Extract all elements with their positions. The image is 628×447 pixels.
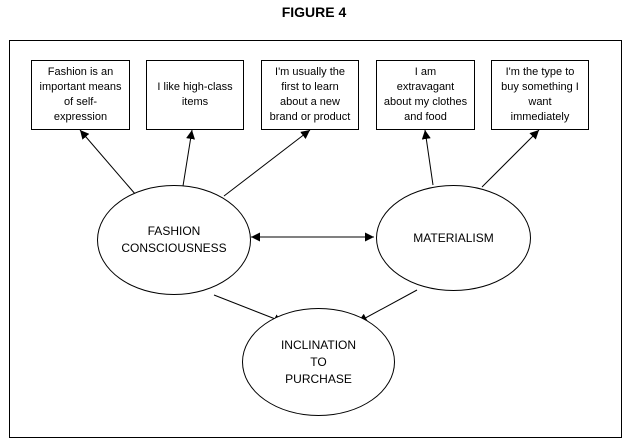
arrow-fashion-to-first-to-learn [223,129,311,197]
arrow-materialism-to-buy-immediately [481,129,540,188]
arrow-fashion-to-high-class [182,129,196,187]
item-box-buy-immediately: I'm the type to buy something I want imm… [491,60,589,130]
ellipse-fashion-consciousness: FASHION CONSCIOUSNESS [97,185,251,295]
item-box-extravagant: I am extravagant about my clothes and fo… [376,60,475,130]
item-box-self-expression: Fashion is an important means of self- e… [31,60,130,130]
item-box-high-class: I like high-class items [146,60,244,130]
arrow-fashion-to-self-expression [79,129,137,196]
arrow-materialism-to-extravagant [421,129,434,186]
arrow-materialism-to-inclination [357,289,418,323]
figure-title: FIGURE 4 [281,4,347,20]
diagram-frame [9,40,622,438]
arrow-fashion-to-inclination [213,294,284,323]
item-box-first-to-learn: I'm usually the first to learn about a n… [261,60,359,130]
ellipse-inclination-to-purchase: INCLINATION TO PURCHASE [242,308,395,416]
ellipse-materialism: MATERIALISM [376,185,531,291]
